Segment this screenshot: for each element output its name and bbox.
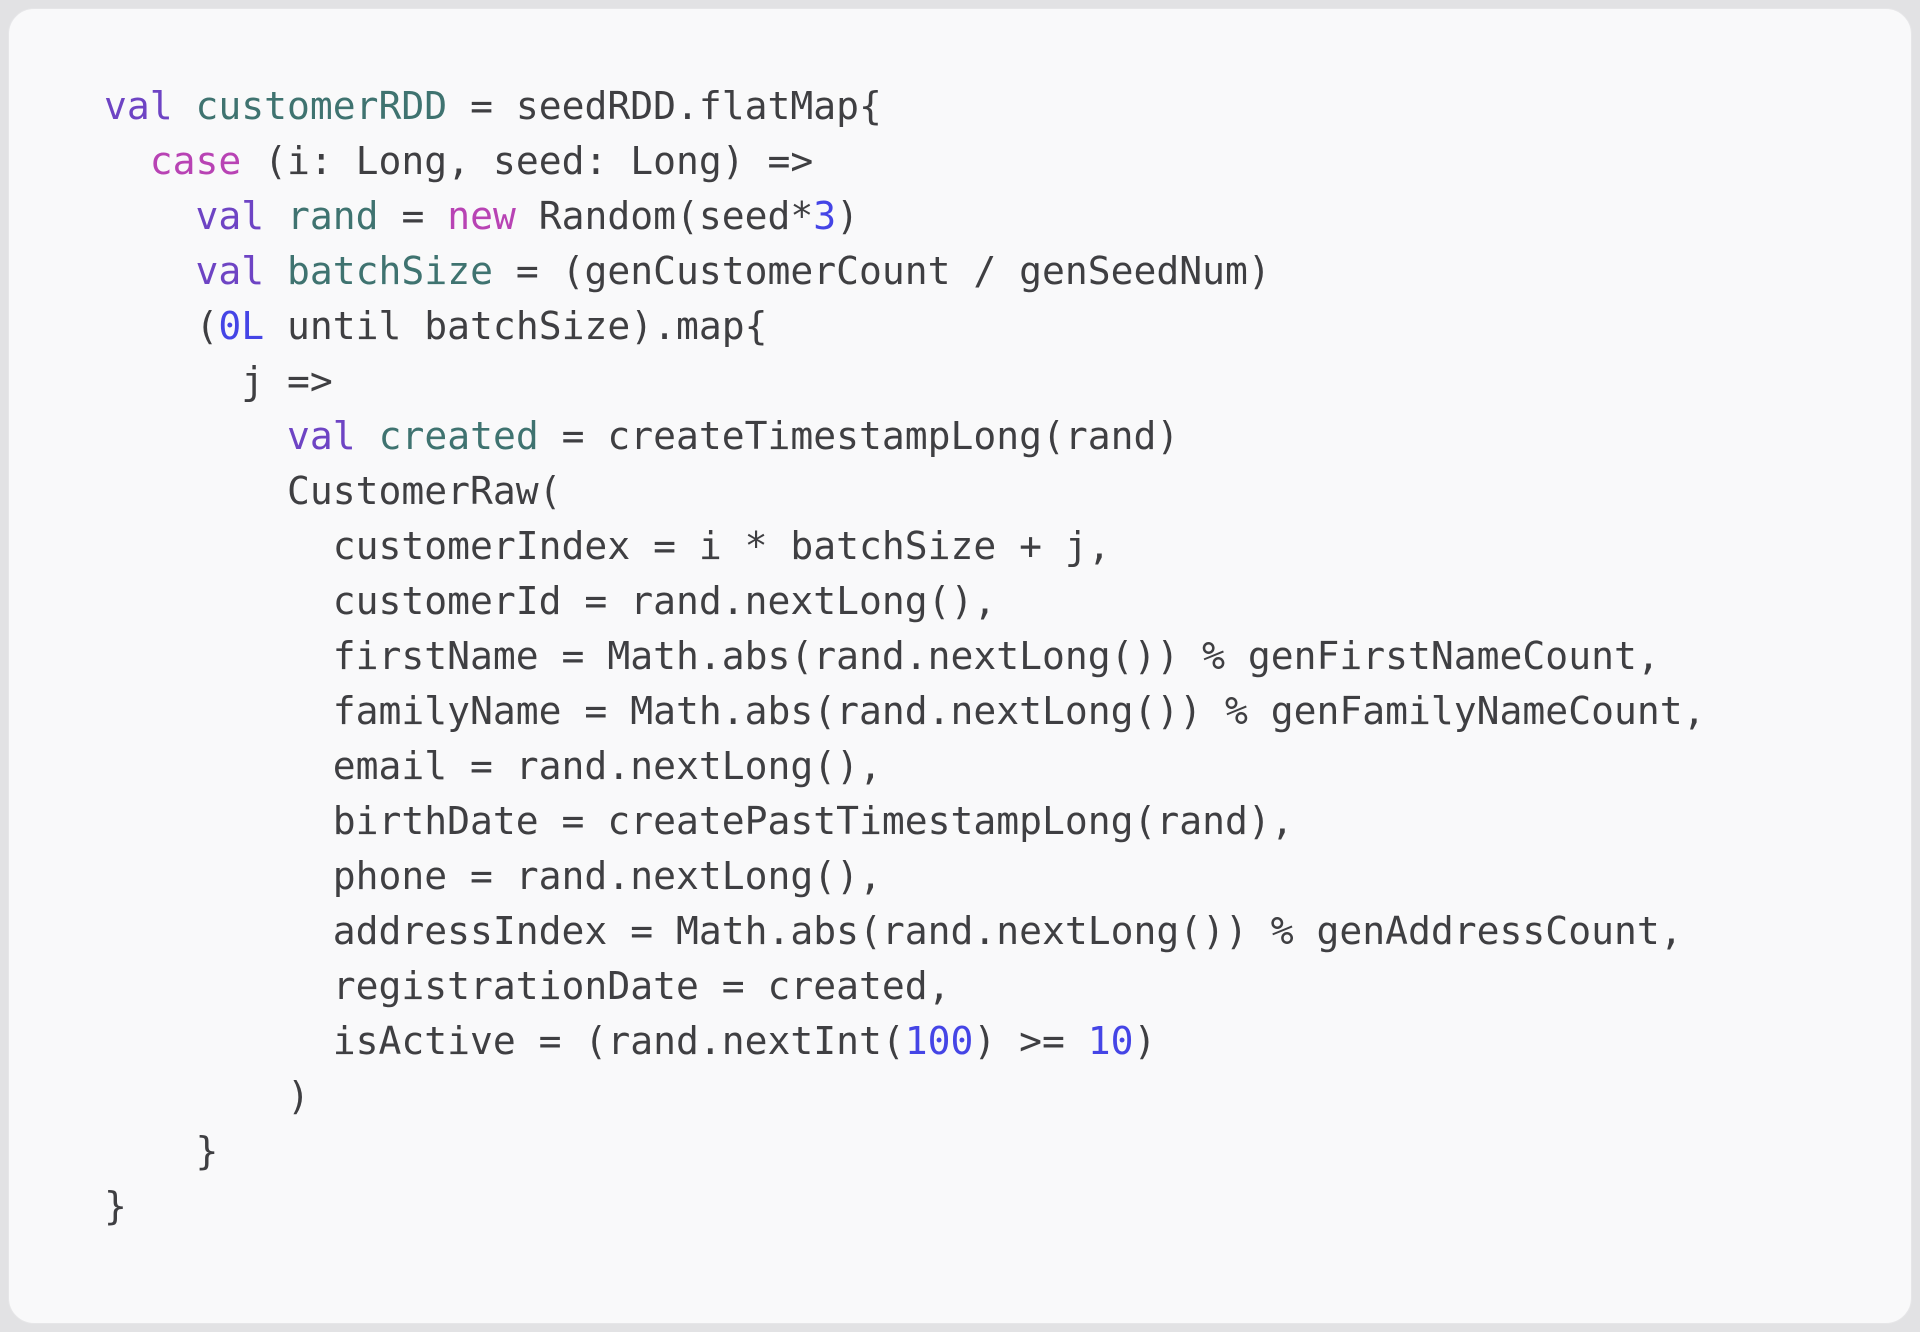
- code-line: isActive = (rand.nextInt(100) >= 10): [104, 1014, 1881, 1069]
- code-panel: val customerRDD = seedRDD.flatMap{ case …: [8, 8, 1912, 1324]
- code-token-p: registrationDate = created,: [104, 964, 951, 1008]
- code-token-p: ): [836, 194, 860, 238]
- code-token-p: (: [104, 304, 219, 348]
- code-token-p: [264, 249, 287, 293]
- code-token-kw: val: [195, 194, 265, 238]
- code-line: firstName = Math.abs(rand.nextLong()) % …: [104, 629, 1881, 684]
- code-line: customerId = rand.nextLong(),: [104, 574, 1881, 629]
- code-token-kw: val: [195, 249, 265, 293]
- code-line: ): [104, 1069, 1881, 1124]
- code-token-p: (i: Long, seed: Long) =>: [241, 139, 814, 183]
- code-token-id: batchSize: [287, 249, 493, 293]
- code-token-p: [264, 194, 287, 238]
- code-line: CustomerRaw(: [104, 464, 1881, 519]
- code-token-p: addressIndex = Math.abs(rand.nextLong())…: [104, 909, 1683, 953]
- code-token-p: [104, 249, 196, 293]
- code-line: birthDate = createPastTimestampLong(rand…: [104, 794, 1881, 849]
- code-token-p: phone = rand.nextLong(),: [104, 854, 882, 898]
- code-token-num: 10: [1087, 1019, 1134, 1063]
- code-token-p: [173, 84, 196, 128]
- code-token-p: [104, 194, 196, 238]
- code-token-p: firstName = Math.abs(rand.nextLong()) % …: [104, 634, 1660, 678]
- code-line: case (i: Long, seed: Long) =>: [104, 134, 1881, 189]
- code-token-kw: val: [104, 84, 173, 128]
- code-token-num: 0L: [218, 304, 265, 348]
- code-token-p: ): [104, 1074, 310, 1118]
- code-line: addressIndex = Math.abs(rand.nextLong())…: [104, 904, 1881, 959]
- code-token-p: [356, 414, 379, 458]
- code-token-id: customerRDD: [195, 84, 448, 128]
- code-token-p: Random(seed*: [515, 194, 814, 238]
- code-token-p: isActive = (rand.nextInt(: [104, 1019, 905, 1063]
- code-token-p: = createTimestampLong(rand): [538, 414, 1180, 458]
- code-token-p: = (genCustomerCount / genSeedNum): [492, 249, 1271, 293]
- code-token-num: 100: [904, 1019, 974, 1063]
- code-line: email = rand.nextLong(),: [104, 739, 1881, 794]
- code-token-p: ): [1133, 1019, 1157, 1063]
- code-line: phone = rand.nextLong(),: [104, 849, 1881, 904]
- code-token-p: CustomerRaw(: [104, 469, 562, 513]
- code-token-p: ) >=: [973, 1019, 1088, 1063]
- code-token-p: email = rand.nextLong(),: [104, 744, 882, 788]
- code-token-p: }: [104, 1129, 219, 1173]
- code-token-p: }: [104, 1184, 127, 1228]
- code-token-num: 3: [813, 194, 837, 238]
- code-token-kw2: new: [447, 194, 516, 238]
- code-token-id: created: [378, 414, 539, 458]
- code-token-p: familyName = Math.abs(rand.nextLong()) %…: [104, 689, 1706, 733]
- code-block: val customerRDD = seedRDD.flatMap{ case …: [9, 9, 1911, 1234]
- code-token-p: birthDate = createPastTimestampLong(rand…: [104, 799, 1294, 843]
- code-line: customerIndex = i * batchSize + j,: [104, 519, 1881, 574]
- code-token-p: =: [378, 194, 448, 238]
- code-line: val batchSize = (genCustomerCount / genS…: [104, 244, 1881, 299]
- code-token-p: [104, 414, 287, 458]
- code-line: familyName = Math.abs(rand.nextLong()) %…: [104, 684, 1881, 739]
- code-line: val customerRDD = seedRDD.flatMap{: [104, 79, 1881, 134]
- code-token-p: j =>: [104, 359, 333, 403]
- code-line: (0L until batchSize).map{: [104, 299, 1881, 354]
- code-line: }: [104, 1124, 1881, 1179]
- code-token-p: customerIndex = i * batchSize + j,: [104, 524, 1111, 568]
- code-line: val created = createTimestampLong(rand): [104, 409, 1881, 464]
- code-token-kw: val: [287, 414, 356, 458]
- code-token-p: = seedRDD.flatMap{: [447, 84, 882, 128]
- code-token-p: customerId = rand.nextLong(),: [104, 579, 997, 623]
- code-line: }: [104, 1179, 1881, 1234]
- code-line: val rand = new Random(seed*3): [104, 189, 1881, 244]
- code-token-p: until batchSize).map{: [264, 304, 768, 348]
- code-token-p: [104, 139, 150, 183]
- code-token-id: rand: [287, 194, 379, 238]
- code-line: j =>: [104, 354, 1881, 409]
- code-token-kw2: case: [149, 139, 242, 183]
- code-line: registrationDate = created,: [104, 959, 1881, 1014]
